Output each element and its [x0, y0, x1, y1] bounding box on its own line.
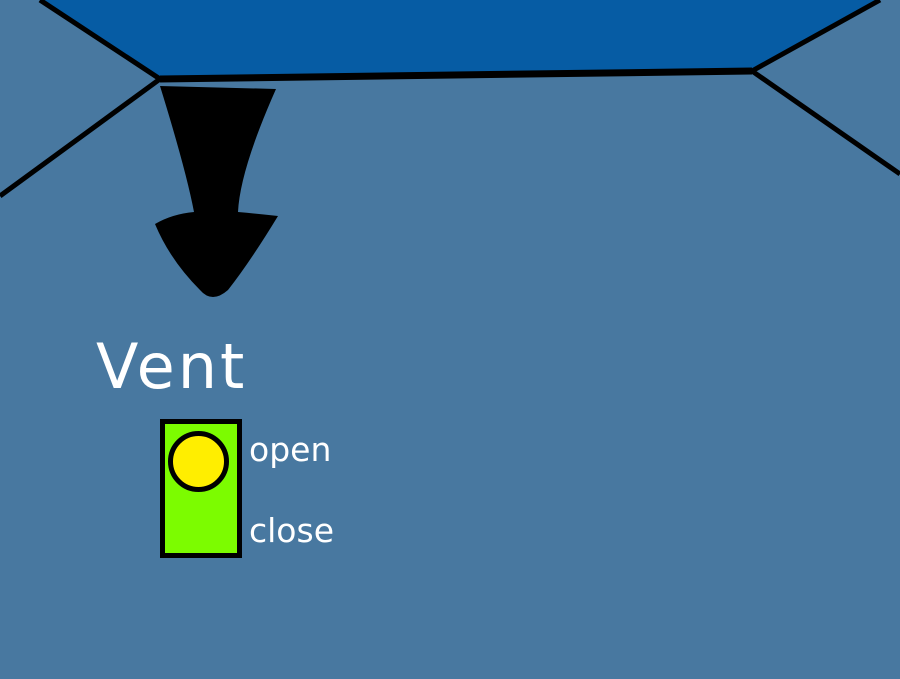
duct-ceiling [40, 0, 880, 79]
vent-close-option[interactable]: close [249, 511, 334, 550]
duct-right-lower-edge [750, 68, 900, 177]
airflow-arrow-icon [155, 86, 278, 297]
vent-switch-knob[interactable] [168, 431, 229, 492]
duct-right-upper-edge [750, 0, 882, 74]
vent-title: Vent [96, 330, 248, 403]
vent-toggle-switch[interactable] [160, 419, 242, 558]
duct-top-edge [159, 67, 753, 83]
duct-left-lower-edge [0, 76, 162, 199]
vent-open-option[interactable]: open [249, 430, 332, 469]
duct-left-upper-edge [38, 0, 162, 82]
